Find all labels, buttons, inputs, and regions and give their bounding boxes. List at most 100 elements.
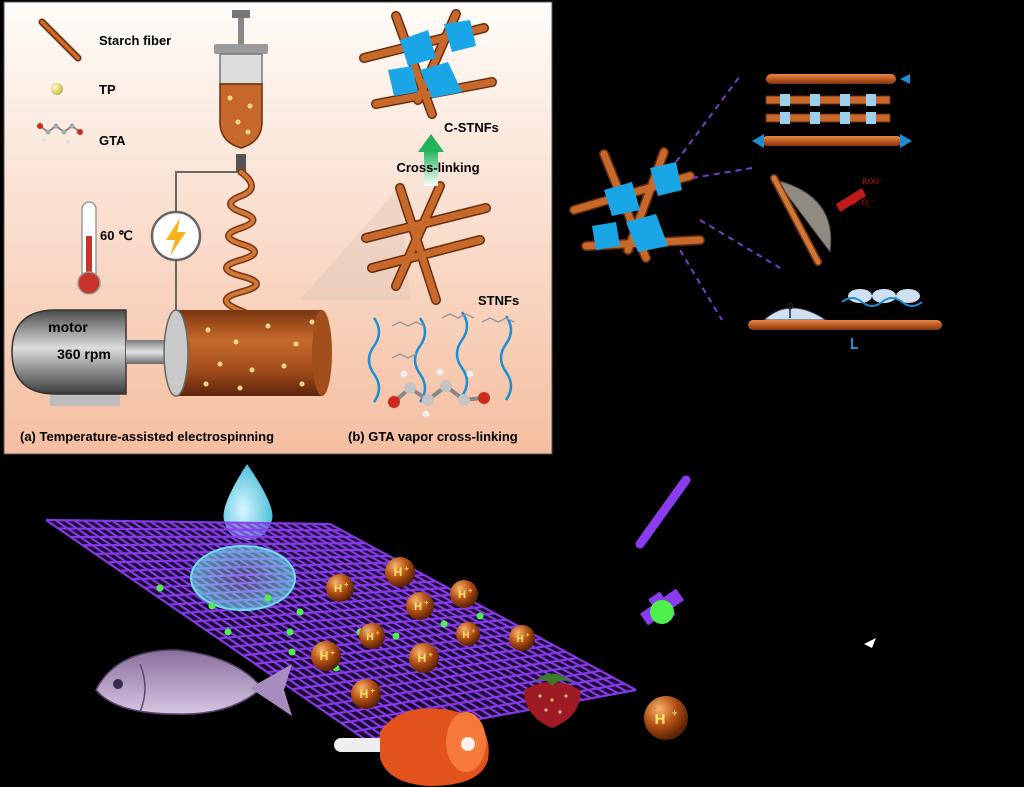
motor-speed-label: 360 rpm (57, 346, 111, 362)
mesh-fiber (54, 519, 376, 740)
mesh-fiber (282, 522, 592, 700)
thermometer-icon (77, 201, 101, 295)
legend-tp-label: TP (99, 82, 116, 97)
tp-dot (296, 608, 304, 616)
tp-dot (476, 612, 484, 620)
antioxidant-detail: ROO· R· O₂⁻ (770, 174, 882, 266)
proton-label-sup: + (331, 648, 336, 657)
gta-vapor (367, 311, 513, 403)
tp-dot (224, 628, 232, 636)
mesh-fiber (73, 519, 394, 736)
meat-icon (334, 708, 489, 786)
starch-fiber-icon (38, 18, 82, 62)
tp-dot (156, 584, 164, 592)
cstnfs-network (359, 9, 497, 119)
water-drop-icon (223, 464, 273, 540)
crosslink-arrow (418, 134, 444, 186)
legend-starch-fiber-label: Starch fiber (99, 33, 171, 48)
free-proton-label: H (655, 711, 666, 728)
high-voltage-icon (150, 210, 202, 262)
proton-label: H (334, 583, 342, 595)
motor (11, 309, 168, 406)
tp-dot (288, 648, 296, 656)
proton-label: H (418, 651, 427, 665)
mesh-fiber (301, 522, 610, 696)
caption-a: (a) Temperature-assisted electrospinning (20, 429, 274, 444)
hydrophobic-detail (748, 289, 942, 349)
proton-label-sup: + (468, 588, 472, 595)
tp-dot (286, 628, 294, 636)
zoom-beam (300, 186, 410, 300)
zoom-dashed-lines (675, 75, 781, 321)
proton-label-sup: + (429, 650, 434, 659)
proton-sphere: H+ (385, 557, 415, 587)
ros-label-2: R· O₂⁻ (852, 198, 875, 207)
strawberry-icon (524, 673, 581, 728)
proton-label-sup: + (344, 582, 348, 589)
proton-label-sup: + (405, 564, 410, 573)
tp-dot (392, 632, 400, 640)
proton-sphere: H+ (326, 574, 354, 602)
free-proton-sup: + (672, 708, 677, 718)
proton-label-sup: + (376, 630, 380, 637)
proton-sphere: H+ (509, 625, 535, 651)
single-fiber-icon (635, 475, 691, 549)
mesh-fiber (83, 519, 403, 735)
crosslink-label: Cross-linking (396, 160, 479, 175)
legend-gta-label: GTA (99, 133, 126, 148)
mesh-fiber (291, 522, 601, 698)
mesh-fiber (310, 522, 619, 695)
proton-label-sup: + (472, 629, 476, 635)
gta-large-molecule (388, 368, 490, 418)
cstnfs-label: C-STNFs (444, 120, 499, 135)
stnfs-label: STNFs (478, 293, 519, 308)
proton-label: H (516, 634, 524, 645)
proton-sphere: H+ (351, 679, 381, 709)
legend: Starch fiber TP GTA (37, 18, 171, 148)
temperature-label: 60 ℃ (100, 228, 133, 243)
gta-molecule-icon (37, 123, 83, 144)
proton-label-sup: + (526, 632, 530, 639)
mesh-fiber (130, 520, 448, 726)
tp-complex-icon (639, 588, 685, 626)
proton-sphere: H+ (450, 580, 478, 608)
proton-sphere: H+ (406, 592, 434, 620)
proton-label: H (414, 601, 422, 613)
mesh-fiber (234, 521, 547, 708)
proton-label-sup: + (371, 686, 376, 695)
caption-b: (b) GTA vapor cross-linking (348, 429, 518, 444)
proton-label: H (360, 687, 369, 701)
motor-label: motor (48, 319, 88, 335)
proton-label: H (463, 630, 470, 641)
proton-sphere: H+ (456, 622, 480, 646)
proton-sphere: H+ (359, 623, 385, 649)
stnfs-fibers (361, 181, 491, 305)
fish-icon (95, 649, 292, 716)
proton-label: H (394, 565, 403, 579)
drum-collector (163, 309, 332, 397)
free-proton-sphere: H + (644, 696, 688, 740)
mesh-fiber (45, 519, 367, 741)
mesh-fiber (320, 522, 628, 693)
mesh-fiber (140, 520, 457, 725)
mesh-fiber (244, 521, 556, 706)
tp-dot (264, 594, 272, 602)
proton-label-sup: + (424, 600, 428, 607)
crosslinked-fiber-detail (752, 74, 912, 148)
proton-sphere: H+ (409, 643, 439, 673)
mesh-fiber (64, 519, 385, 738)
tp-particle-icon (51, 83, 63, 95)
proton-label: H (458, 589, 466, 601)
tp-dot (208, 602, 216, 610)
mesh-fiber (149, 520, 466, 723)
mesh-fiber (329, 523, 637, 691)
mesh-fiber (121, 520, 439, 728)
proton-label: H (320, 649, 329, 663)
tp-dot (440, 620, 448, 628)
proton-label: H (366, 632, 374, 643)
water-droplet-on-mesh (190, 545, 296, 611)
syringe-icon (214, 10, 268, 172)
proton-spheres: H+H+H+H+H+H+H+H+H+H+ (311, 557, 535, 709)
motor-shaft (126, 340, 168, 364)
